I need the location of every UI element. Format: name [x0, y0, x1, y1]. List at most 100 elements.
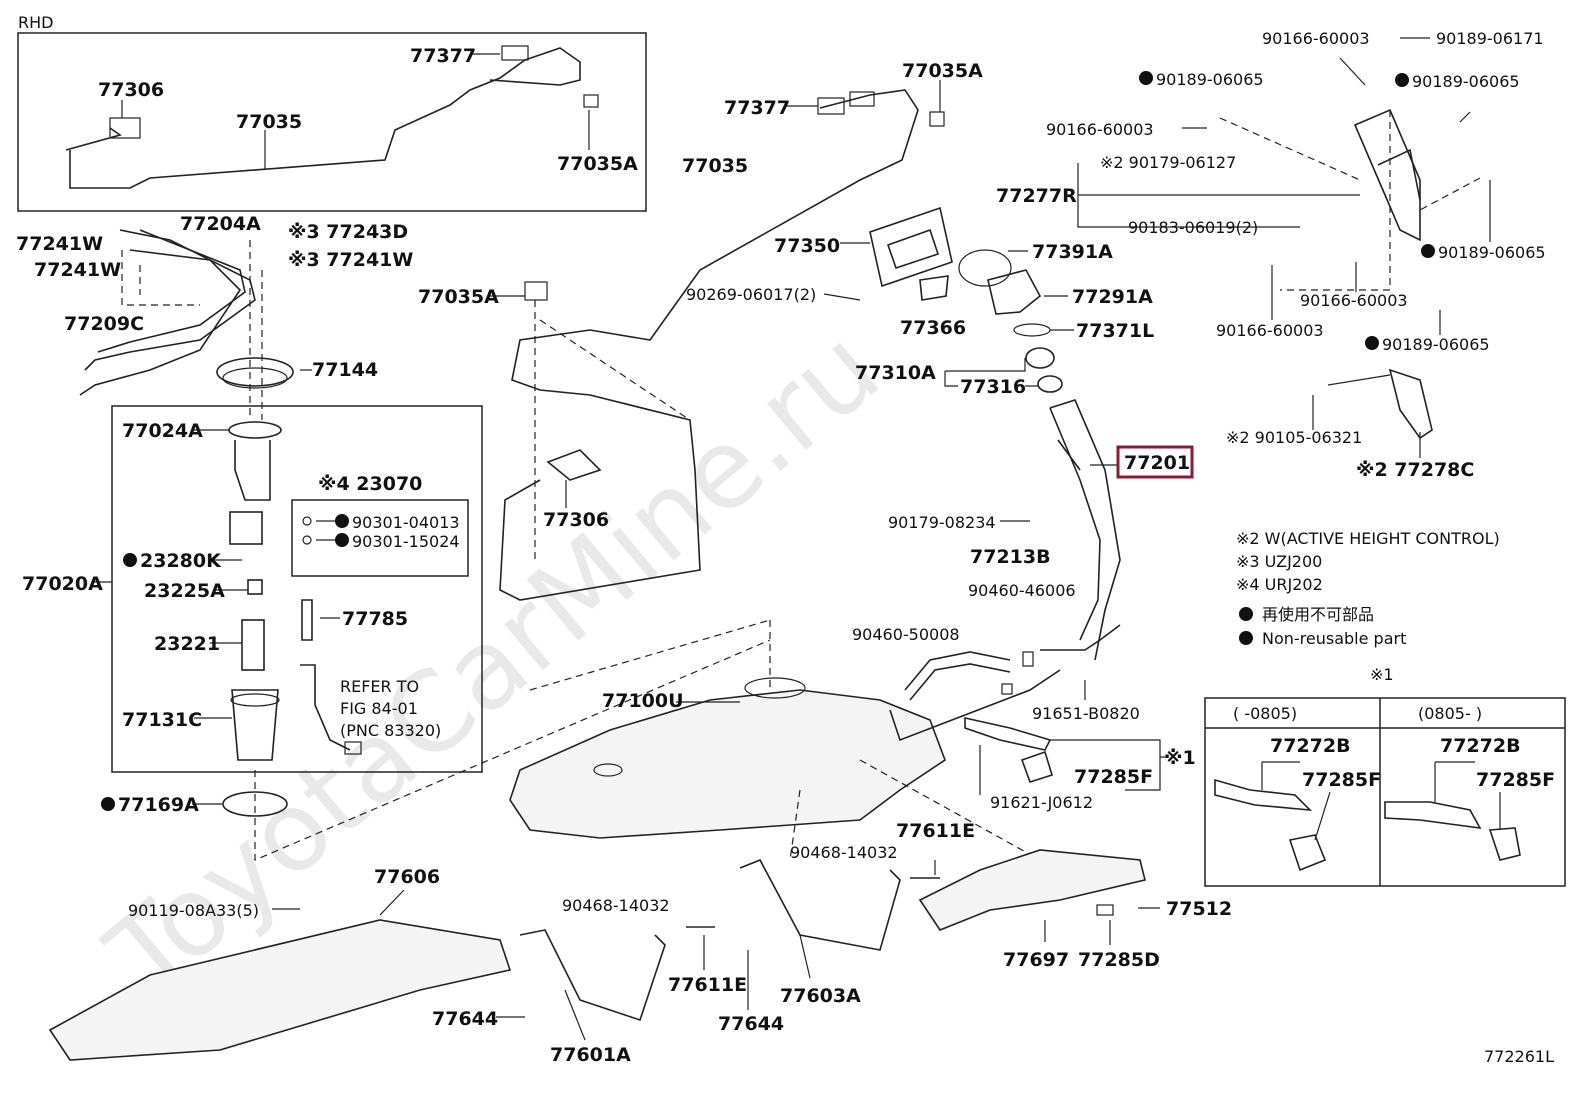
- sender-gauge-icon: [109, 117, 141, 139]
- label-90166-60003-c: 90166-60003: [1300, 291, 1408, 310]
- retainer-ring-icon: [216, 357, 294, 387]
- variant-left-77285F: 77285F: [1302, 769, 1381, 791]
- label-90269-06017: 90269-06017(2): [686, 285, 816, 304]
- label-77366: 77366: [900, 317, 966, 339]
- filler-door: [823, 206, 1118, 522]
- refer-line-1: REFER TO: [340, 677, 419, 696]
- label-90166-60003-a: 90166-60003: [1262, 29, 1370, 48]
- label-77377: 77377: [724, 97, 790, 119]
- label-90166-60003-d: 90166-60003: [1216, 321, 1324, 340]
- note-reuse-en: Non-reusable part: [1262, 629, 1406, 648]
- label-77644-right: 77644: [718, 1013, 784, 1035]
- label-77144: 77144: [312, 359, 378, 381]
- variant-right-77272B: 77272B: [1440, 735, 1521, 757]
- label-77391A: 77391A: [1032, 241, 1113, 263]
- fuel-pump-assembly: [79, 229, 771, 861]
- label-77020A: 77020A: [22, 573, 103, 595]
- nonreusable-dot-icon: [335, 533, 349, 547]
- label-77204A: 77204A: [180, 213, 261, 235]
- label-90179-08234: 90179-08234: [888, 513, 996, 532]
- label-77350: 77350: [774, 235, 840, 257]
- label-77285F: 77285F: [1074, 766, 1153, 788]
- label-90166-60003-b: 90166-60003: [1046, 120, 1154, 139]
- label-90105-06321: ※2 90105-06321: [1226, 428, 1362, 447]
- pump-detail-frame: [111, 405, 483, 773]
- fuel-cap-icon: [987, 269, 1042, 315]
- label-77316: 77316: [960, 376, 1026, 398]
- heat-insulator: [1077, 37, 1491, 458]
- label-77697: 77697: [1003, 949, 1069, 971]
- bracket-77272B: ※1: [964, 680, 1196, 795]
- label-77201: 77201: [1124, 452, 1190, 474]
- label-91651-B0820: 91651-B0820: [1032, 704, 1140, 723]
- variant-left-header: ( -0805): [1233, 704, 1297, 723]
- label-90183-06019: 90183-06019(2): [1128, 218, 1258, 237]
- label-77035A: 77035A: [418, 286, 499, 308]
- label-77611E-left: 77611E: [668, 974, 747, 996]
- label-90179-06127: ※2 90179-06127: [1100, 153, 1236, 172]
- label-90119-08A33: 90119-08A33(5): [128, 901, 259, 920]
- label-77603A: 77603A: [780, 985, 861, 1007]
- rhd-label-77035A: 77035A: [557, 153, 638, 175]
- sender-cable: [490, 80, 945, 601]
- label-90189-06065-c: 90189-06065: [1438, 243, 1546, 262]
- footer-code: 772261L: [1484, 1047, 1554, 1066]
- label-90189-06065-b: 90189-06065: [1412, 72, 1520, 91]
- label-77035: 77035: [682, 155, 748, 177]
- nonreusable-dot-icon: [101, 797, 115, 811]
- highlight-77201: [1116, 445, 1194, 479]
- label-77306: 77306: [543, 509, 609, 531]
- refer-line-2: FIG 84-01: [340, 699, 418, 718]
- variant-box: ( -0805) (0805- ) 77272B 77285F 77272B 7…: [1204, 665, 1566, 887]
- nonreusable-dot-icon: [1239, 631, 1253, 645]
- label-77243D: ※3 77243D: [288, 221, 408, 243]
- label-90468-14032-left: 90468-14032: [562, 896, 670, 915]
- label-23221: 23221: [154, 633, 220, 655]
- variant-right-header: (0805- ): [1418, 704, 1482, 723]
- bracket-mark: ※1: [1164, 747, 1196, 769]
- label-77278C: ※2 77278C: [1356, 459, 1474, 481]
- label-77241W-a: 77241W: [16, 233, 103, 255]
- label-77611E-right: 77611E: [896, 820, 975, 842]
- label-77785: 77785: [342, 608, 408, 630]
- label-90189-06171: 90189-06171: [1436, 29, 1544, 48]
- label-77371L: 77371L: [1076, 320, 1154, 342]
- label-23225A: 23225A: [144, 580, 225, 602]
- label-90301-15024: 90301-15024: [352, 532, 460, 551]
- label-77241W-b: 77241W: [34, 259, 121, 281]
- nonreusable-dot-icon: [335, 514, 349, 528]
- label-77606: 77606: [374, 866, 440, 888]
- label-77291A: 77291A: [1072, 286, 1153, 308]
- label-77512: 77512: [1166, 898, 1232, 920]
- label-77644-left: 77644: [432, 1008, 498, 1030]
- refer-line-3: (PNC 83320): [340, 721, 441, 740]
- rhd-label-77377: 77377: [410, 45, 476, 67]
- rhd-label-77035: 77035: [236, 111, 302, 133]
- note-3: ※3 UZJ200: [1236, 552, 1322, 571]
- label-77100U: 77100U: [602, 690, 684, 712]
- note-2: ※2 W(ACTIVE HEIGHT CONTROL): [1236, 529, 1500, 548]
- label-23280K: 23280K: [140, 550, 222, 572]
- protectors: [48, 849, 1160, 1061]
- label-90301-04013: 90301-04013: [352, 513, 460, 532]
- filler-pipe: [889, 399, 1121, 742]
- label-77241W-c: ※3 77241W: [288, 249, 413, 271]
- nonreusable-dot-icon: [123, 553, 137, 567]
- label-77131C: 77131C: [122, 709, 202, 731]
- left-labels: 77241W 77241W 77204A ※3 77243D ※3 77241W…: [16, 213, 460, 740]
- rhd-label-77306: 77306: [98, 79, 164, 101]
- label-77285D: 77285D: [1078, 949, 1160, 971]
- label-90460-46006: 90460-46006: [968, 581, 1076, 600]
- rhd-title: RHD: [18, 13, 53, 32]
- right-labels: 90166-60003 90189-06171 90189-06065 9018…: [996, 29, 1546, 481]
- label-90468-14032-right: 90468-14032: [790, 843, 898, 862]
- label-77213B: 77213B: [970, 546, 1051, 568]
- main-labels: 77377 77035A 77035 77035A 77306 77350 90…: [101, 60, 1232, 1066]
- label-77169A: 77169A: [118, 794, 199, 816]
- label-91621-J0612: 91621-J0612: [990, 793, 1093, 812]
- nonreusable-dot-icon: [1365, 336, 1379, 350]
- label-77035A-top: 77035A: [902, 60, 983, 82]
- note-reuse-jp: 再使用不可部品: [1262, 605, 1374, 624]
- fuel-tank: [509, 619, 1041, 861]
- variant-left-77272B: 77272B: [1270, 735, 1351, 757]
